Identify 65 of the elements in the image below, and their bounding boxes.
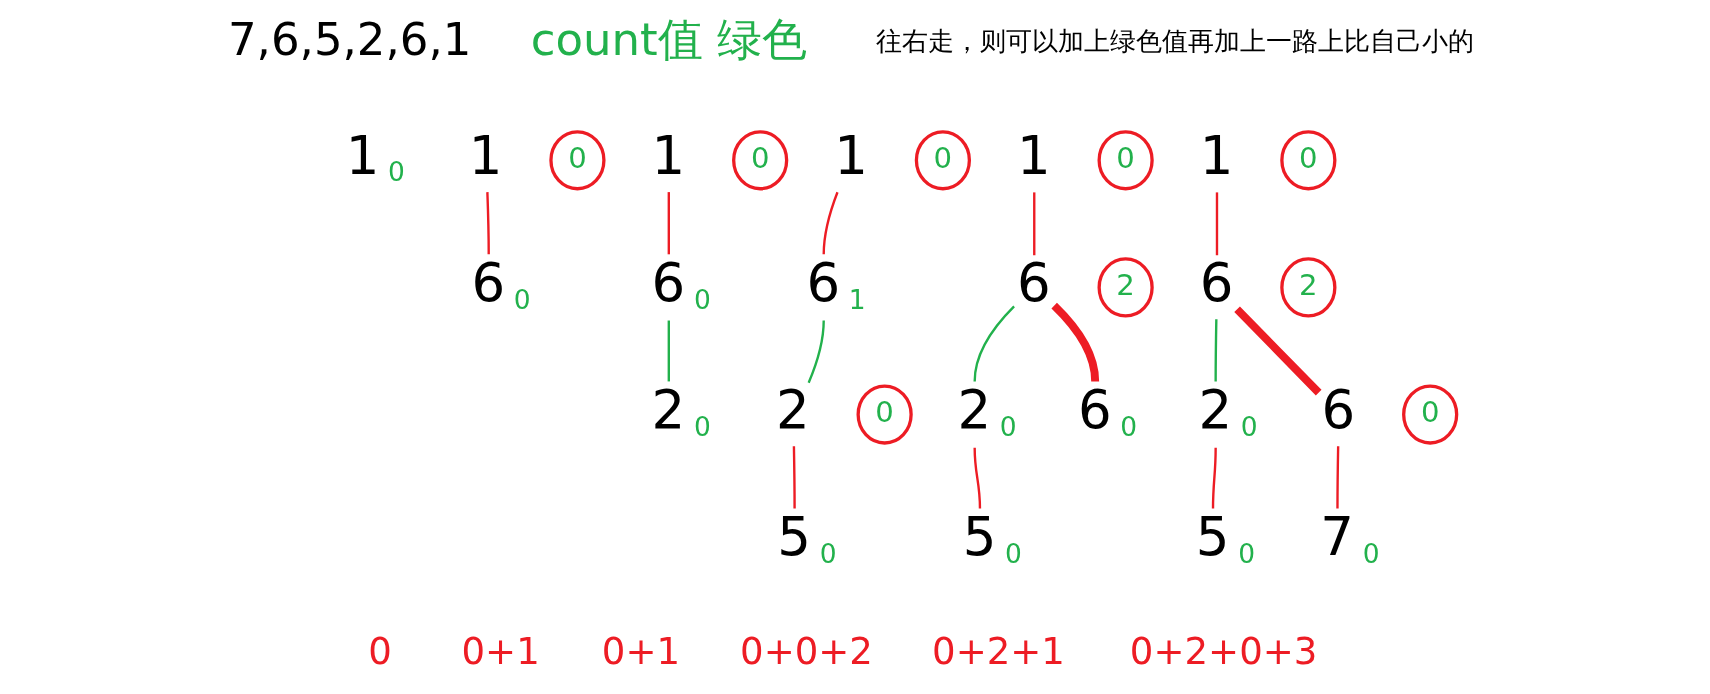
- label: 0+0+2: [739, 630, 873, 673]
- node-label: 0: [693, 283, 711, 315]
- node-label: 0: [1240, 410, 1258, 442]
- connector: [973, 305, 1015, 382]
- node-text: 6: [1016, 251, 1051, 313]
- node-label: 0: [387, 156, 405, 188]
- connector: [667, 192, 670, 255]
- node-text: 6: [1321, 378, 1355, 440]
- label: 0+1: [601, 630, 680, 673]
- node-text: 1: [1016, 124, 1051, 186]
- label: 0+1: [461, 630, 540, 673]
- connector: [807, 320, 825, 384]
- node-text: 1: [1199, 124, 1233, 186]
- node-text: 1: [833, 124, 868, 186]
- node-label: 0: [1004, 537, 1022, 569]
- node-text: 6: [471, 251, 505, 313]
- node-text: 1: [345, 124, 379, 186]
- connector: [1211, 447, 1217, 509]
- connector: [973, 447, 981, 509]
- node-label: 0: [693, 410, 711, 442]
- node-text: 6: [806, 251, 840, 313]
- node-text: 2: [1197, 378, 1232, 440]
- node-text: 2: [651, 378, 685, 440]
- label: 0: [367, 630, 392, 673]
- node-circle: 0: [1401, 384, 1458, 445]
- node-text: 5: [1195, 505, 1229, 567]
- label: 0+2+0+3: [1129, 630, 1317, 673]
- connector: [485, 192, 490, 255]
- node-circle: 2: [1279, 257, 1336, 318]
- node-text: 5: [962, 505, 996, 567]
- node-circle: 0: [856, 384, 913, 445]
- node-label: 0: [1237, 537, 1255, 569]
- label: 7,6,5,2,6,1: [227, 12, 471, 66]
- node-text: 6: [1077, 378, 1112, 440]
- node-label: 0: [999, 410, 1017, 442]
- node-circle: 0: [1097, 130, 1154, 191]
- connector: [667, 320, 670, 382]
- node-text: 2: [775, 378, 810, 440]
- node-label: 0: [1362, 537, 1379, 569]
- connector: [792, 446, 796, 509]
- node-circle: 0: [1279, 130, 1336, 191]
- node-label: 0: [513, 283, 531, 315]
- connector: [1335, 446, 1339, 509]
- node-text: 1: [468, 124, 503, 186]
- node-circle: 0: [731, 130, 788, 191]
- node-text: 5: [776, 505, 811, 567]
- node-text: 6: [651, 251, 685, 313]
- connector: [1032, 192, 1035, 256]
- node-circle: 0: [914, 130, 971, 191]
- node-label: 0: [1119, 410, 1137, 442]
- connector: [1215, 192, 1218, 256]
- node-label: 0: [819, 537, 837, 569]
- connector: [1213, 319, 1218, 382]
- node-circle: 0: [548, 130, 606, 191]
- label: count值 绿色: [530, 12, 807, 66]
- node-text: 1: [651, 124, 685, 186]
- label: 往右走，则可以加上绿色值再加上一路上比自己小的: [875, 24, 1474, 56]
- node-circle: 2: [1097, 257, 1154, 318]
- node-text: 2: [956, 378, 991, 440]
- label: 0+2+1: [931, 630, 1065, 673]
- node-text: 6: [1199, 251, 1233, 313]
- connector: [822, 191, 839, 255]
- node-label: 1: [848, 283, 866, 315]
- connector: [1233, 306, 1321, 396]
- node-text: 7: [1319, 505, 1354, 567]
